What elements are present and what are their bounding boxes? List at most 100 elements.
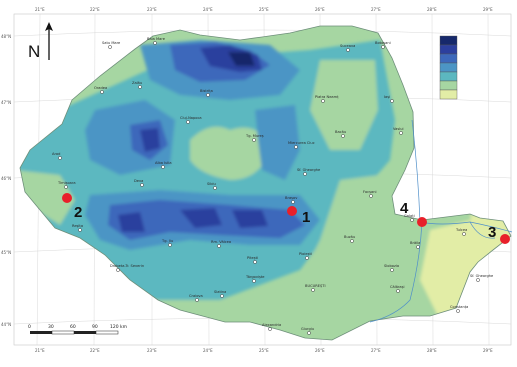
danube-delta-branch (469, 221, 496, 239)
city-dot (399, 131, 403, 135)
city-label: BUCUREȘTI (305, 284, 326, 288)
grid-label-top-0: 21°E (35, 7, 45, 12)
city-dot (140, 183, 144, 187)
city-label: Vaslui (393, 127, 404, 131)
grid-label-top-7: 28°E (427, 7, 437, 12)
city-label: Focșani (363, 190, 376, 194)
city-dot (294, 145, 298, 149)
legend-swatch-6 (439, 80, 458, 91)
city-label: Alba Iulia (155, 161, 172, 165)
city-label: Sf. Gheorghe (470, 274, 494, 278)
map-frame (13, 13, 512, 346)
city-dot (116, 268, 120, 272)
grid-label-left-1: 47°N (1, 100, 11, 105)
scale-tick-90: 90 (92, 324, 98, 330)
grid-label-bottom-4: 25°E (259, 348, 269, 353)
city-label: Tulcea (455, 228, 467, 232)
city-dot (268, 327, 272, 331)
city-label: Timișoara (57, 181, 76, 185)
grid-label-left-2: 46°N (1, 176, 11, 181)
legend-swatch-4 (439, 62, 458, 73)
city-label: Suceava (340, 44, 355, 48)
grid-label-bottom-3: 24°E (203, 348, 213, 353)
site-markers: 1 2 3 4 (62, 193, 510, 244)
city-label: Piatra Neamț (315, 95, 339, 99)
grid-label-bottom-8: 29°E (483, 348, 493, 353)
grid-label-top-3: 24°E (203, 7, 213, 12)
site-label-2: 2 (74, 204, 82, 221)
site-label-4: 4 (400, 200, 409, 217)
grid-label-bottom-2: 23°E (147, 348, 157, 353)
city-label: Reșița (72, 224, 83, 228)
city-dot (476, 278, 480, 282)
city-dot (138, 85, 142, 89)
grid-label-bottom-5: 26°E (315, 348, 325, 353)
city-dot (58, 156, 62, 160)
north-arrow-icon: N (28, 22, 53, 61)
city-dot (253, 260, 257, 264)
city-label: Buzău (344, 235, 355, 239)
city-label: Bistrița (200, 89, 213, 93)
city-label: Baia Mare (147, 37, 166, 41)
city-dot (346, 48, 350, 52)
city-label: Zalău (132, 81, 142, 85)
city-dot (64, 185, 68, 189)
site-marker-4 (417, 217, 427, 227)
grid-label-top-1: 22°E (90, 7, 100, 12)
grid-label-left-4: 44°N (1, 322, 11, 327)
city-dot (462, 232, 466, 236)
site-marker-2 (62, 193, 72, 203)
grid-label-top-4: 25°E (259, 7, 269, 12)
city-label: Brașov (285, 196, 298, 200)
grid-label-bottom-7: 28°E (427, 348, 437, 353)
city-label: Deva (134, 179, 143, 183)
city-label: Iași (384, 95, 390, 99)
rivers (369, 119, 513, 323)
site-marker-3 (500, 234, 510, 244)
site-label-3: 3 (488, 224, 496, 241)
city-dot (311, 288, 315, 292)
city-dot (153, 41, 157, 45)
grid-label-top-8: 29°E (483, 7, 493, 12)
city-label: Călărași (390, 285, 404, 289)
grid-label-left-3: 45°N (1, 250, 11, 255)
city-dot (195, 298, 199, 302)
city-label: Drobeta-Tr. Severin (110, 264, 144, 268)
city-label: Târgoviște (245, 275, 265, 279)
scale-tick-60: 60 (70, 324, 76, 330)
legend-swatch-1 (439, 35, 458, 46)
city-dot (456, 309, 460, 313)
city-dot (108, 45, 112, 49)
scale-bar: 0 30 60 90 120 km (28, 324, 127, 335)
city-label: Tg. Jiu (161, 239, 173, 243)
scale-tick-120: 120 km (110, 324, 127, 330)
city-dot (390, 99, 394, 103)
grid-label-top-5: 26°E (315, 7, 325, 12)
city-label: Cluj-Napoca (180, 116, 202, 120)
city-dot (291, 200, 295, 204)
city-label: Miercurea Ciuc (288, 141, 315, 145)
prut-danube-river (411, 119, 513, 233)
legend (439, 35, 458, 100)
city-dot (390, 268, 394, 272)
city-dot (220, 294, 224, 298)
city-dot (381, 45, 385, 49)
city-dot (206, 93, 210, 97)
north-label: N (28, 42, 40, 61)
city-label: Ploiești (299, 252, 312, 256)
grid-label-top-2: 23°E (147, 7, 157, 12)
city-label: Botoșani (375, 41, 391, 45)
city-label: Sf. Gheorghe (297, 168, 321, 172)
scale-tick-0: 0 (28, 324, 31, 330)
city-label: Oradea (94, 86, 107, 90)
city-dot (168, 243, 172, 247)
site-marker-1 (287, 206, 297, 216)
grid-label-bottom-0: 21°E (35, 348, 45, 353)
city-dot (396, 289, 400, 293)
city-dot (78, 228, 82, 232)
city-dot (252, 279, 256, 283)
city-label: Giurgiu (301, 327, 314, 331)
grid-label-bottom-6: 27°E (371, 348, 381, 353)
